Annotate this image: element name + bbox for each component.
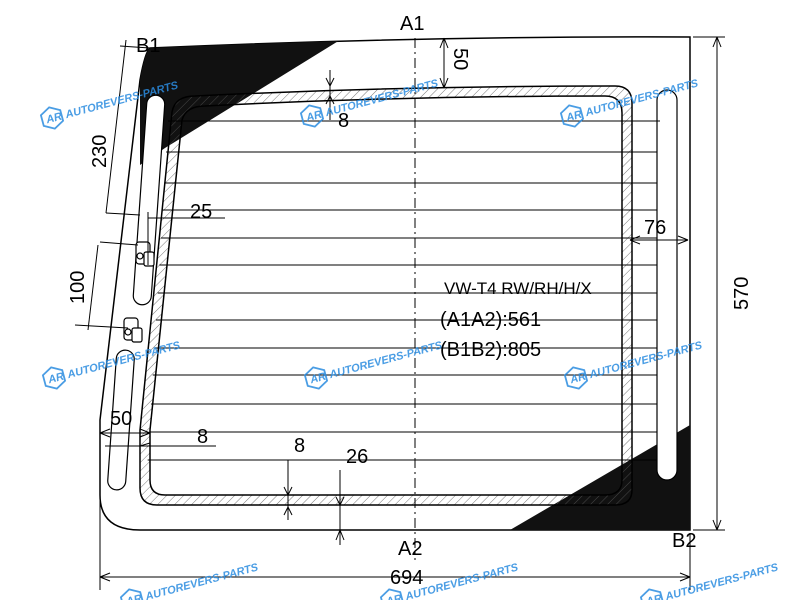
dim-mid-left: 100 (67, 271, 89, 304)
label-b2: B2 (672, 530, 696, 552)
watermark-logo-icon (303, 366, 329, 390)
dim-bottom-left-50: 50 (110, 408, 132, 430)
watermark-badge: AR (308, 371, 327, 387)
dim-inner-25: 25 (190, 201, 212, 223)
label-b1: B1 (136, 35, 160, 57)
info-model: VW-T4 RW/RH/H/X (444, 279, 592, 298)
dim-width: 694 (390, 567, 423, 589)
watermark-logo-icon (299, 104, 325, 128)
dim-bottom-8-a: 8 (197, 426, 208, 448)
dim-right-76: 76 (644, 217, 666, 239)
hatched-band (139, 85, 633, 506)
dim-bottom-26: 26 (346, 446, 368, 468)
watermark-badge: AR (644, 593, 663, 600)
watermark-logo-icon (563, 366, 589, 390)
watermark-logo-icon (379, 588, 405, 600)
info-b1b2: (B1B2):805 (440, 339, 541, 361)
watermark-logo-icon (639, 588, 665, 600)
dim-height: 570 (731, 277, 753, 310)
hinge-upper (135, 241, 155, 267)
watermark-badge: AR (304, 109, 323, 125)
dim-bottom-8-b: 8 (294, 435, 305, 457)
watermark-badge: AR (564, 109, 583, 125)
top-left-black-mask (140, 40, 340, 165)
watermark-badge: AR (46, 371, 65, 387)
watermark-badge: AR (44, 111, 63, 127)
dim-top-gap: 50 (449, 48, 471, 70)
watermark-logo-icon (41, 366, 67, 390)
label-a1: A1 (400, 13, 424, 35)
watermark-badge: AR (568, 371, 587, 387)
watermark-text: AUTOREVERS-PARTS (143, 561, 260, 600)
hinge-lower (123, 317, 143, 343)
label-a2: A2 (398, 538, 422, 560)
right-slot (656, 89, 678, 481)
left-lower-slot (107, 349, 135, 491)
watermark-text: AUTOREVERS-PARTS (583, 77, 700, 119)
dim-upper-left: 230 (89, 135, 111, 168)
watermark-badge: AR (384, 593, 403, 600)
dim-inner-8-top: 8 (338, 110, 349, 132)
info-a1a2: (A1A2):561 (440, 309, 541, 331)
watermark-logo-icon (39, 106, 65, 130)
watermark-badge: AR (124, 593, 143, 600)
watermark-logo-icon (119, 588, 145, 600)
watermark-logo-icon (559, 104, 585, 128)
